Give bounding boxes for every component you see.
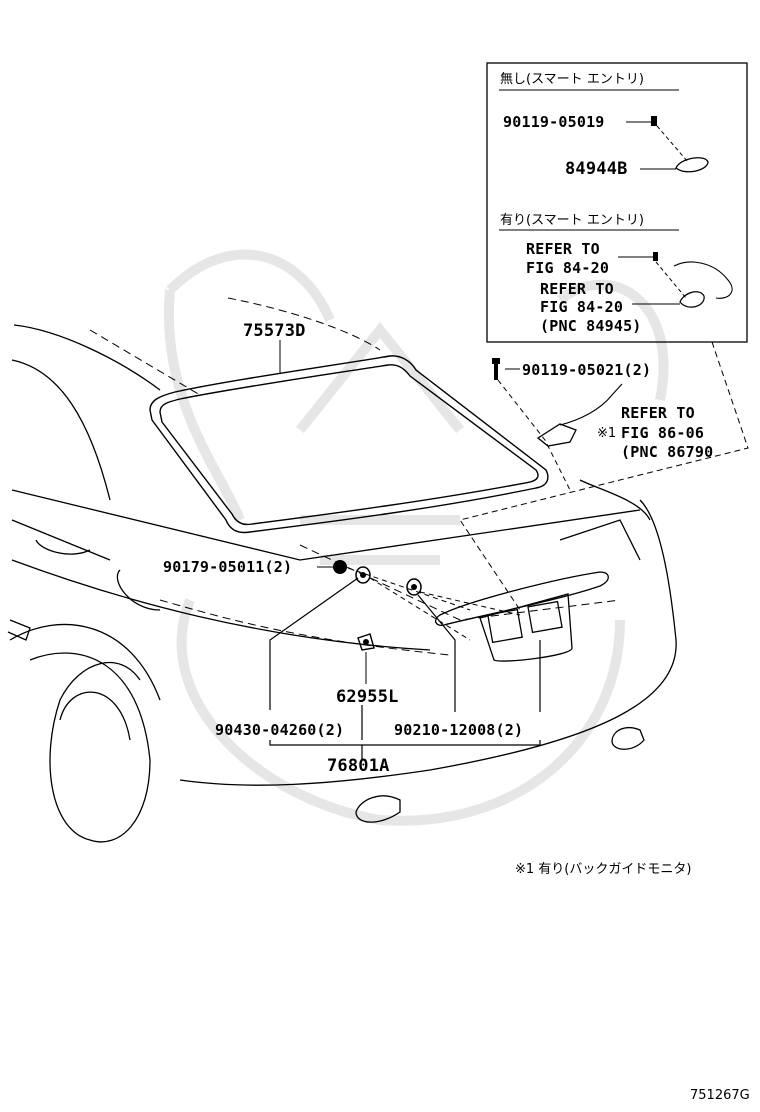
inset-header-with: 有り(スマート エントリ) — [500, 213, 644, 228]
part-number-90119-05021[interactable]: 90119-05021(2) — [522, 361, 652, 379]
weatherstrip-icon — [149, 355, 549, 534]
figure-number: 751267G — [690, 1088, 750, 1103]
bumper-clip-icon — [357, 633, 375, 651]
camera-icon — [536, 423, 577, 447]
refer3-line1: REFER TO — [621, 404, 695, 422]
part-number-75573d[interactable]: 75573D — [243, 321, 306, 341]
refer2-line2[interactable]: FIG 84-20 — [540, 298, 624, 316]
handle-cover-icon — [675, 157, 709, 173]
watermark-emblem — [163, 249, 669, 826]
part-number-90210-12008[interactable]: 90210-12008(2) — [394, 721, 524, 739]
screw-icon — [653, 252, 658, 261]
part-number-90119-05019[interactable]: 90119-05019 — [503, 113, 605, 131]
refer3-mark: ※1 — [597, 426, 617, 441]
part-number-76801a[interactable]: 76801A — [327, 756, 390, 776]
leader-lines — [269, 577, 541, 760]
refer1-line1: REFER TO — [526, 240, 600, 258]
part-number-84944b[interactable]: 84944B — [565, 159, 628, 179]
refer1-line2[interactable]: FIG 84-20 — [526, 259, 610, 277]
inset-header-without: 無し(スマート エントリ) — [500, 72, 644, 87]
garnish-icon — [435, 571, 609, 662]
footnote: ※1 有り(バックガイドモニタ) — [515, 862, 692, 877]
switch-assembly-icon — [679, 291, 705, 308]
screw-icon — [492, 358, 500, 380]
inset-box — [486, 62, 748, 343]
screw-icon — [651, 116, 657, 126]
refer3-line3: (PNC 86790 — [621, 443, 714, 461]
part-number-90179-05011[interactable]: 90179-05011(2) — [163, 558, 293, 576]
part-number-62955l[interactable]: 62955L — [336, 687, 399, 707]
refer2-line1: REFER TO — [540, 280, 614, 298]
refer3-line2[interactable]: FIG 86-06 — [621, 424, 705, 442]
clip-icon — [333, 560, 422, 596]
refer2-line3: (PNC 84945) — [540, 317, 642, 335]
part-number-90430-04260[interactable]: 90430-04260(2) — [215, 721, 345, 739]
